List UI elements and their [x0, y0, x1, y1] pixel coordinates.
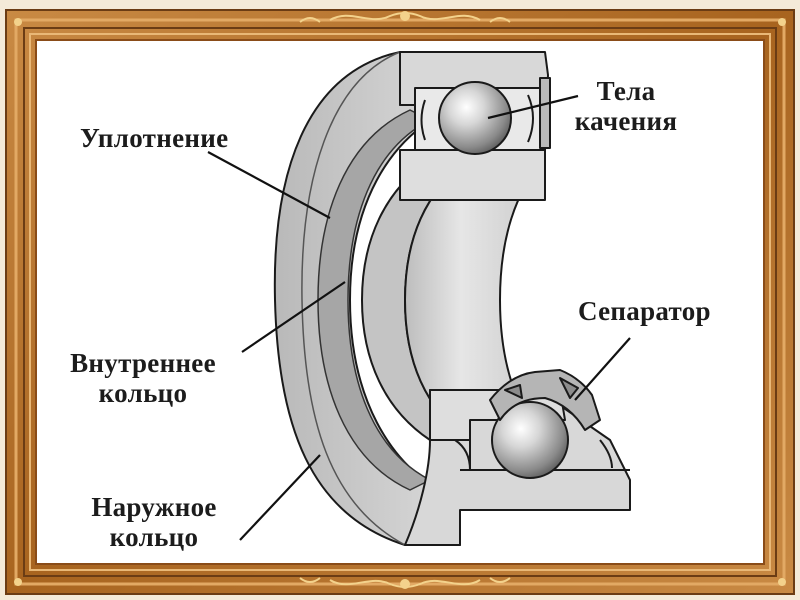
label-inner-ring: Внутреннее кольцо [44, 348, 242, 408]
leader-separator [574, 337, 631, 401]
label-separator: Сепаратор [578, 296, 711, 326]
label-inner-ring-line2: кольцо [98, 378, 188, 408]
rolling-element-bottom [491, 401, 569, 479]
inner-ring-section-top [399, 149, 546, 201]
label-rolling-elements-line2: качения [574, 106, 678, 136]
label-seal: Уплотнение [80, 123, 228, 153]
leader-lines [207, 94, 631, 541]
leader-seal [207, 151, 331, 219]
label-inner-ring-line1: Внутреннее [70, 348, 216, 378]
seal-band [317, 109, 431, 491]
frame-corner-accents [14, 18, 786, 586]
leader-rolling-elements [487, 94, 579, 120]
label-rolling-elements-line1: Тела [596, 76, 656, 106]
rolling-element-top [420, 77, 551, 155]
leader-inner-ring [241, 281, 346, 353]
frame-top-ornament [299, 11, 511, 23]
label-outer-ring: Наружное кольцо [66, 492, 242, 552]
leader-outer-ring [239, 454, 321, 541]
label-outer-ring-line2: кольцо [109, 522, 199, 552]
label-seal-line1: Уплотнение [80, 123, 229, 153]
bearing-illustration [273, 51, 631, 546]
label-rolling-elements: Тела качения [556, 76, 696, 136]
separator-cage [454, 369, 613, 471]
label-separator-line1: Сепаратор [578, 296, 711, 326]
label-outer-ring-line1: Наружное [91, 492, 217, 522]
frame-bottom-ornament [299, 577, 511, 589]
